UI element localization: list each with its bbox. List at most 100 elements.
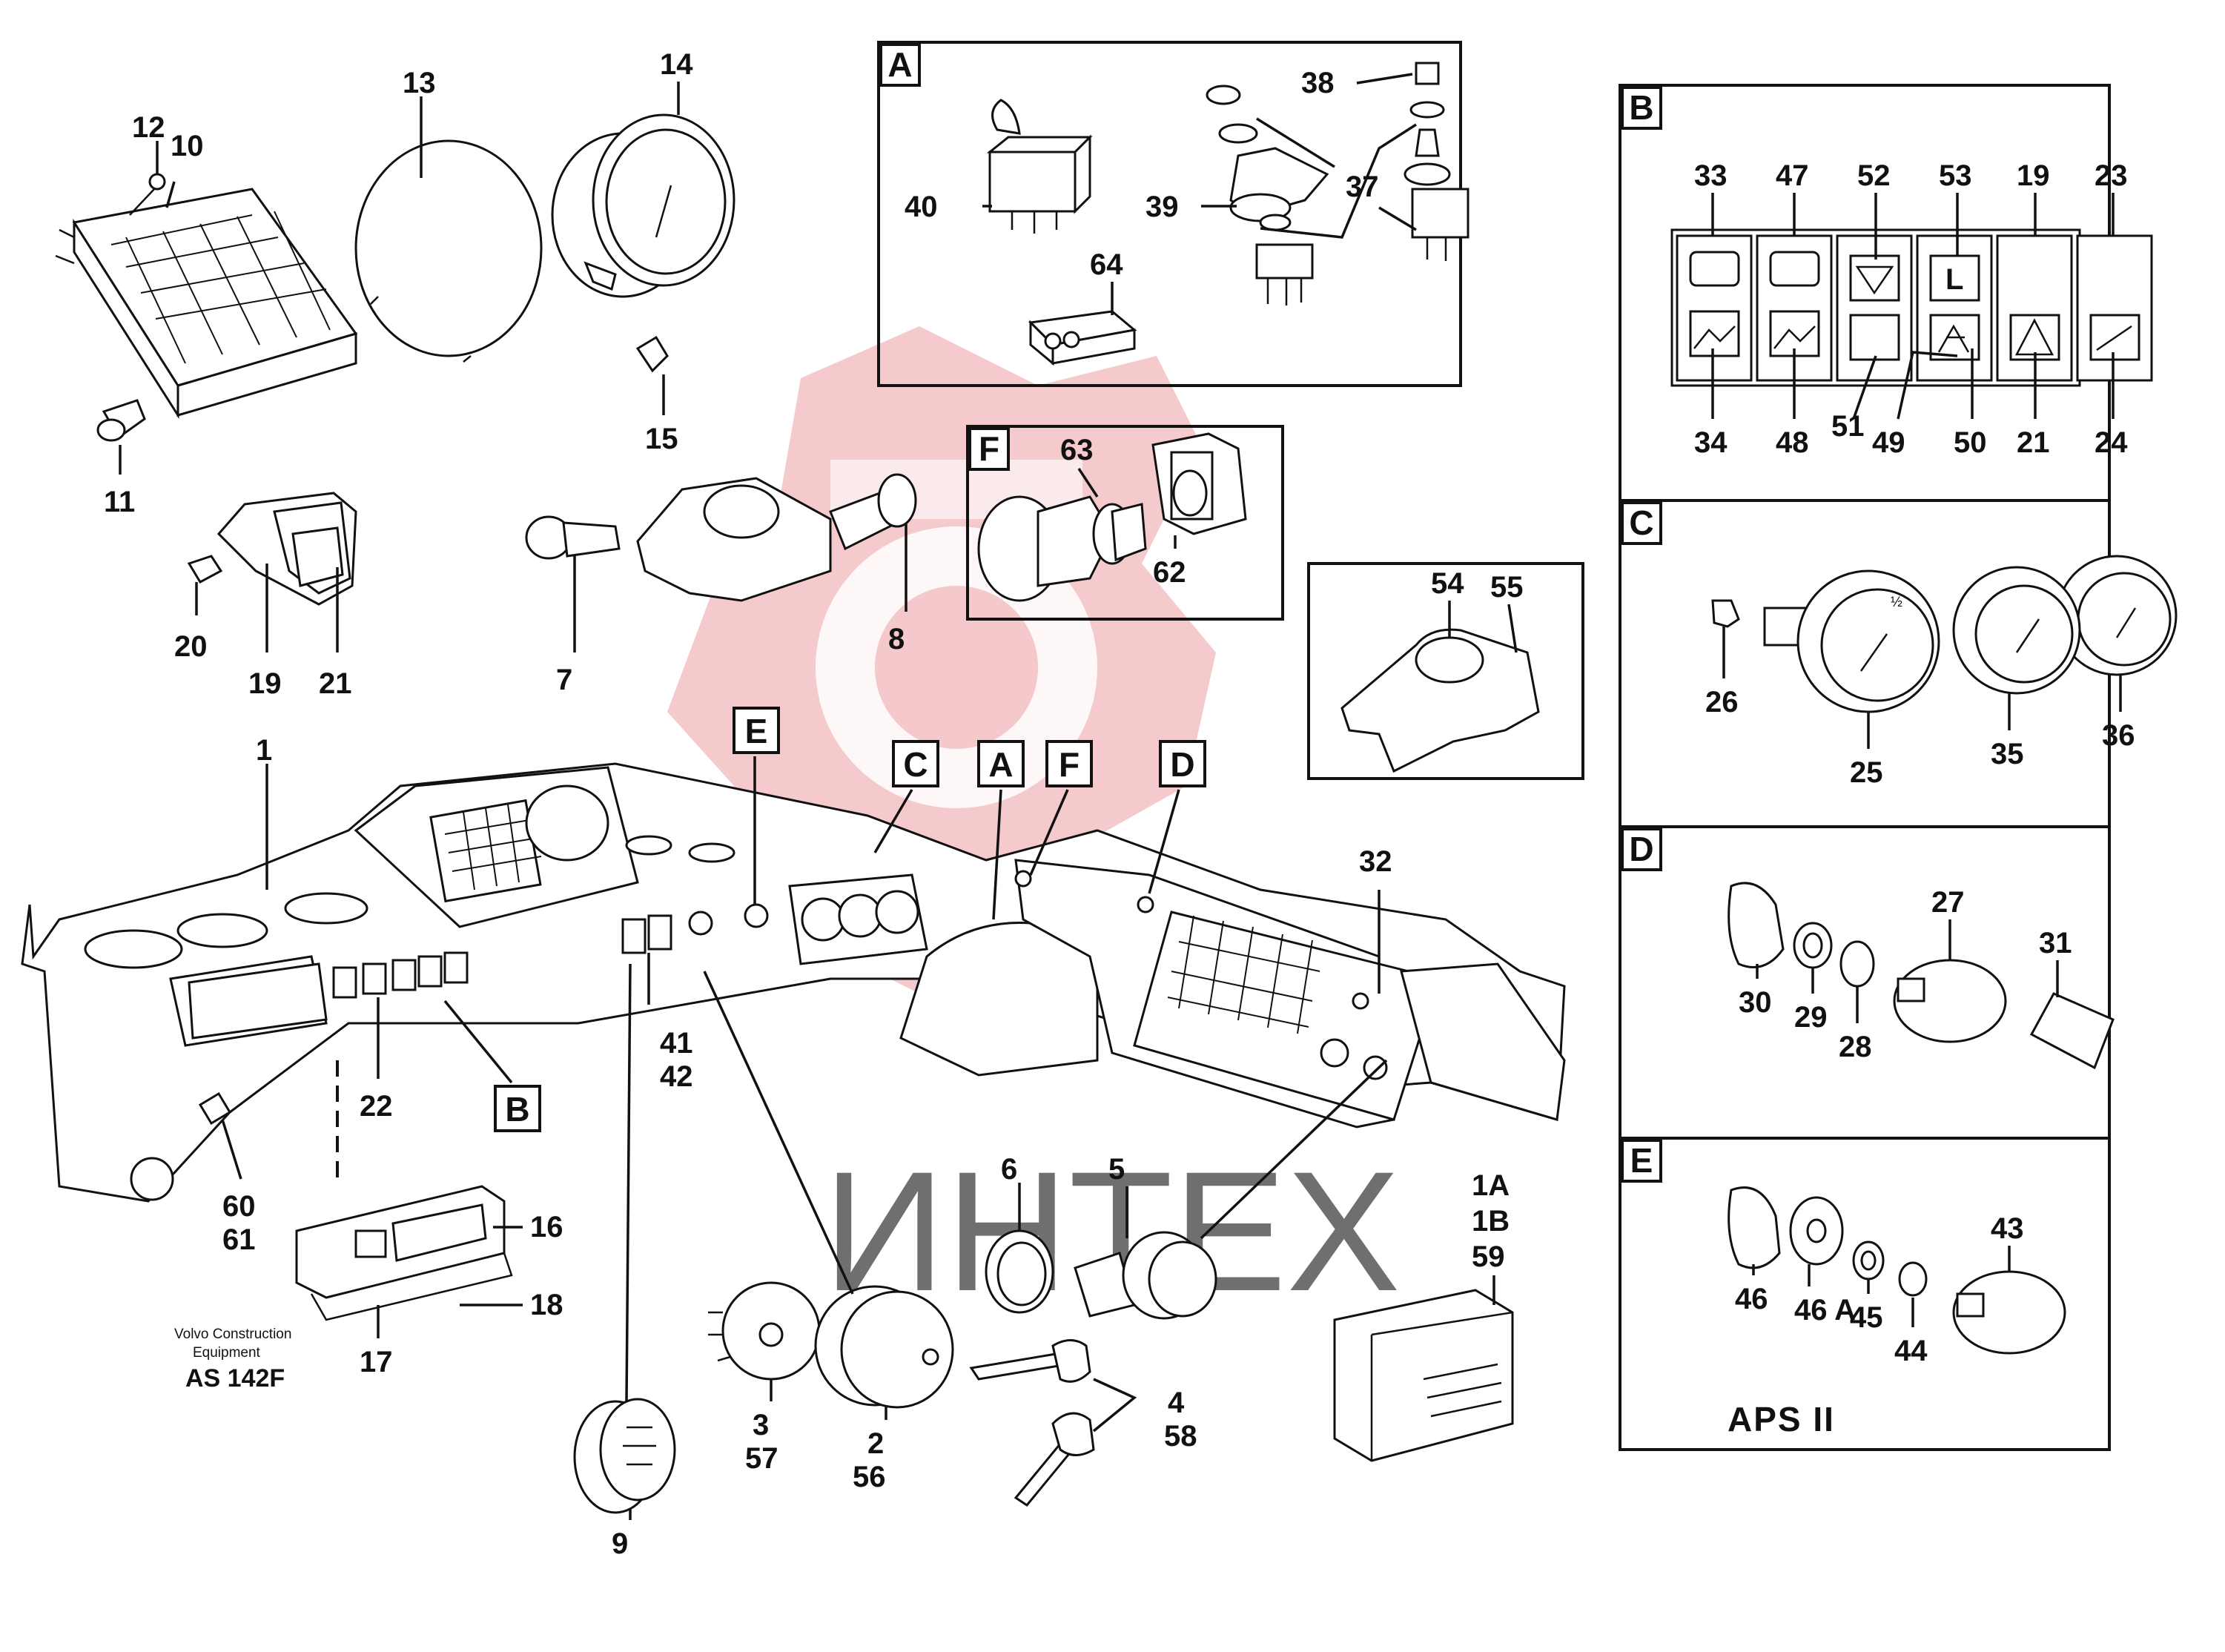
switch-33 [1676, 234, 1753, 382]
callout-c25: 25 [1850, 756, 1883, 789]
gauge-14 [551, 113, 735, 298]
callout-20: 20 [174, 630, 208, 663]
callout-9: 9 [612, 1527, 628, 1560]
callout-c36: 36 [2102, 719, 2135, 752]
callout-64: 64 [1090, 248, 1123, 281]
keys-4 [969, 1339, 1095, 1507]
rotary-switch-39 [1206, 85, 1329, 305]
stalk-switch-7-8 [525, 473, 917, 602]
emergency-button-63 [977, 495, 1147, 602]
dash-tag-c-label: C [903, 745, 928, 784]
callout-2: 2 [867, 1427, 884, 1460]
washer-44 [1898, 1261, 1928, 1297]
svg-text:½: ½ [1891, 595, 1902, 610]
callout-18: 18 [530, 1289, 563, 1321]
bulb-15 [635, 335, 669, 373]
inset-a: A 40 64 3 [877, 41, 1469, 387]
callout-1: 1 [256, 734, 272, 767]
ring-6 [985, 1229, 1054, 1314]
inset-b-label: B [1629, 88, 1653, 127]
switch-27 [1893, 959, 2007, 1043]
switch-row-22 [332, 951, 469, 999]
dash-tag-a-label: A [988, 745, 1013, 784]
dash-tag-f [1045, 740, 1093, 787]
inset-b-tag [1621, 86, 1662, 130]
callout-21: 21 [319, 667, 352, 700]
callout-59: 59 [1472, 1240, 1505, 1273]
contact-block-62 [1151, 432, 1247, 535]
dash-tag-b-label: B [505, 1090, 529, 1129]
callout-b52: 52 [1857, 159, 1891, 192]
bulb-11 [96, 399, 146, 442]
callout-7: 7 [556, 664, 572, 696]
callout-42: 42 [660, 1060, 693, 1093]
switch-panel-10 [55, 188, 358, 420]
switch-52 [1836, 234, 1913, 382]
callout-1B: 1B [1472, 1205, 1510, 1238]
dash-tag-b [494, 1085, 541, 1132]
callout-e46: 46 [1735, 1283, 1768, 1315]
inset-c-tag [1621, 501, 1662, 545]
drawing-number: AS 142F [185, 1364, 285, 1392]
callout-c35: 35 [1991, 738, 2024, 770]
nut-29 [1793, 922, 1833, 969]
inset-d: D 30 29 28 27 31 [1619, 825, 2115, 1140]
callout-3: 3 [753, 1409, 769, 1441]
brand-line-2: Equipment [193, 1345, 261, 1361]
callout-10: 10 [171, 130, 204, 162]
callout-40: 40 [905, 191, 938, 223]
callout-d30: 30 [1739, 986, 1772, 1019]
switch-53: L [1916, 234, 1993, 382]
shroud-54 [1340, 628, 1540, 773]
inset-a-tag [879, 43, 921, 87]
display-16 [295, 1185, 513, 1321]
switch-5 [1074, 1231, 1217, 1320]
callout-39: 39 [1145, 191, 1179, 223]
dash-tag-f-label: F [1059, 745, 1080, 784]
gauge-35 [1952, 566, 2081, 695]
inset-shroud-frame [1307, 562, 1584, 780]
callout-d27: 27 [1931, 886, 1965, 919]
callout-c26: 26 [1705, 686, 1739, 718]
callout-b34: 34 [1694, 426, 1728, 459]
washer-28 [1839, 940, 1875, 988]
dash-tag-c [892, 740, 939, 787]
callout-60: 60 [222, 1190, 256, 1223]
callout-f62: 62 [1153, 556, 1186, 589]
callout-8: 8 [888, 623, 905, 655]
callout-e44: 44 [1894, 1335, 1928, 1367]
callout-6: 6 [1001, 1153, 1017, 1186]
knob-30 [1728, 882, 1785, 968]
dash-tag-d [1159, 740, 1206, 787]
callout-56: 56 [853, 1461, 886, 1493]
callout-b50: 50 [1954, 426, 1987, 459]
rocker-switch-19 [216, 492, 357, 606]
callout-58: 58 [1164, 1420, 1197, 1453]
callout-b21: 21 [2017, 426, 2050, 459]
nut-45 [1852, 1240, 1885, 1281]
toggle-switch-40 [986, 99, 1093, 234]
inset-d-tag [1621, 827, 1662, 871]
callout-15: 15 [645, 423, 678, 455]
ignition-switch-2 [814, 1285, 954, 1409]
inset-f-label: F [979, 429, 999, 468]
callout-b19: 19 [2017, 159, 2050, 192]
callout-d29: 29 [1794, 1001, 1828, 1034]
speaker-9 [573, 1398, 676, 1514]
inset-e: E 46 46 A 45 44 43 APS II [1619, 1137, 2111, 1451]
callout-4: 4 [1168, 1387, 1185, 1419]
callout-b24: 24 [2095, 426, 2128, 459]
callout-b23: 23 [2095, 159, 2128, 192]
callout-e45: 45 [1850, 1301, 1883, 1334]
callout-e46a: 46 A [1794, 1294, 1856, 1326]
switch-64 [1028, 310, 1137, 366]
switch-panel: L [1670, 228, 2153, 387]
callout-f63: 63 [1060, 434, 1094, 466]
inset-c-label: C [1629, 503, 1653, 542]
inset-e-note: APS II [1728, 1400, 1835, 1438]
callout-d28: 28 [1839, 1031, 1872, 1063]
callout-g54: 54 [1431, 567, 1464, 600]
callout-61: 61 [222, 1223, 256, 1256]
